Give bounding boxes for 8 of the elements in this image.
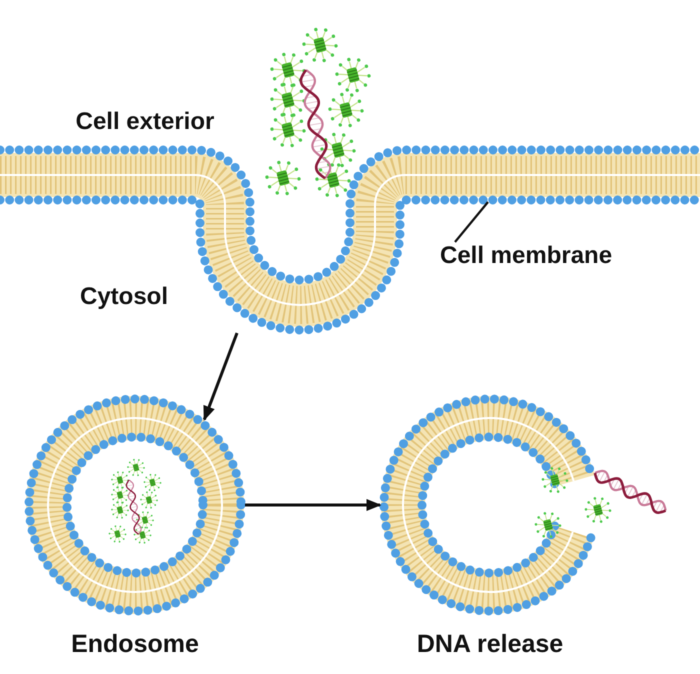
stage-label: Endosome [70,631,200,658]
region-label: Cytosol [80,283,170,311]
region-label: Cell exterior [74,108,216,136]
arrow [202,332,238,421]
arrow [245,499,382,511]
callout-label: Cell membrane [440,242,612,270]
leader-line [454,201,489,243]
stage-label: DNA release [416,631,564,658]
